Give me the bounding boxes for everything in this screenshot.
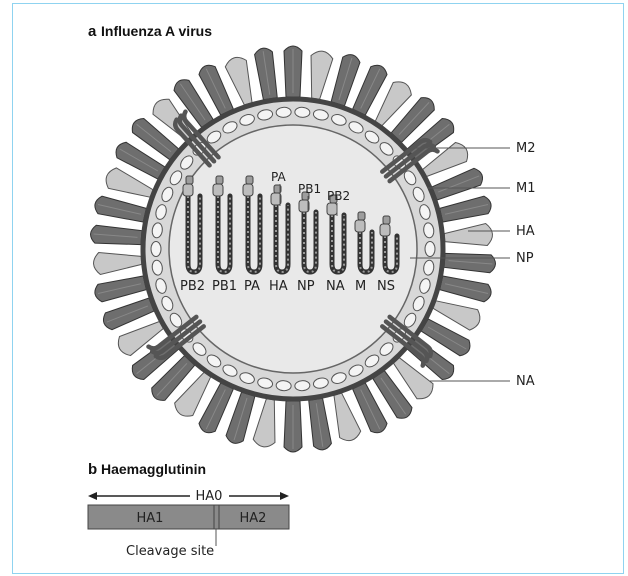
spike <box>284 401 302 452</box>
segment-label-pb2: PB2 <box>180 279 205 294</box>
label-m1: M1 <box>516 181 536 196</box>
ha1-label: HA1 <box>137 511 164 526</box>
segment-label-ns: NS <box>377 279 395 294</box>
spike <box>93 195 147 224</box>
panel-a-title: Influenza A virus <box>101 23 212 39</box>
spike <box>254 47 279 100</box>
spike <box>444 223 494 249</box>
m1-bead <box>425 242 435 257</box>
panel-b-title: Haemagglutinin <box>101 461 206 477</box>
segment-label-pb1: PB1 <box>212 279 237 294</box>
spike <box>305 50 334 101</box>
segment-label-np: NP <box>297 279 315 294</box>
spike <box>284 46 302 97</box>
segment-label-na: NA <box>326 279 345 294</box>
segment-label-pa: PA <box>244 279 260 294</box>
label-np: NP <box>516 251 534 266</box>
label-ha: HA <box>516 224 535 239</box>
ha0-span-arrow <box>88 492 289 500</box>
spike <box>93 274 147 303</box>
label-polymerase-pa: PA <box>271 170 286 184</box>
panel-b-letter: b <box>88 461 97 478</box>
label-m2: M2 <box>516 141 536 156</box>
segment-label-m: M <box>355 279 366 294</box>
spike <box>225 392 257 446</box>
ha0-label: HA0 <box>196 489 223 504</box>
m1-bead <box>151 242 161 257</box>
spike <box>90 225 142 247</box>
panel-a-letter: a <box>88 23 97 40</box>
spike <box>252 398 281 449</box>
label-polymerase-pb2: PB2 <box>327 189 350 203</box>
spike <box>93 249 143 275</box>
spike <box>439 274 493 303</box>
ha2-label: HA2 <box>240 511 267 526</box>
spike <box>439 195 493 224</box>
label-polymerase-pb1: PB1 <box>298 182 321 196</box>
spike <box>444 251 496 273</box>
cleavage-site-label: Cleavage site <box>126 544 214 559</box>
spike <box>307 398 332 451</box>
spike <box>329 52 361 106</box>
segment-label-ha: HA <box>269 279 288 294</box>
label-na: NA <box>516 374 535 389</box>
